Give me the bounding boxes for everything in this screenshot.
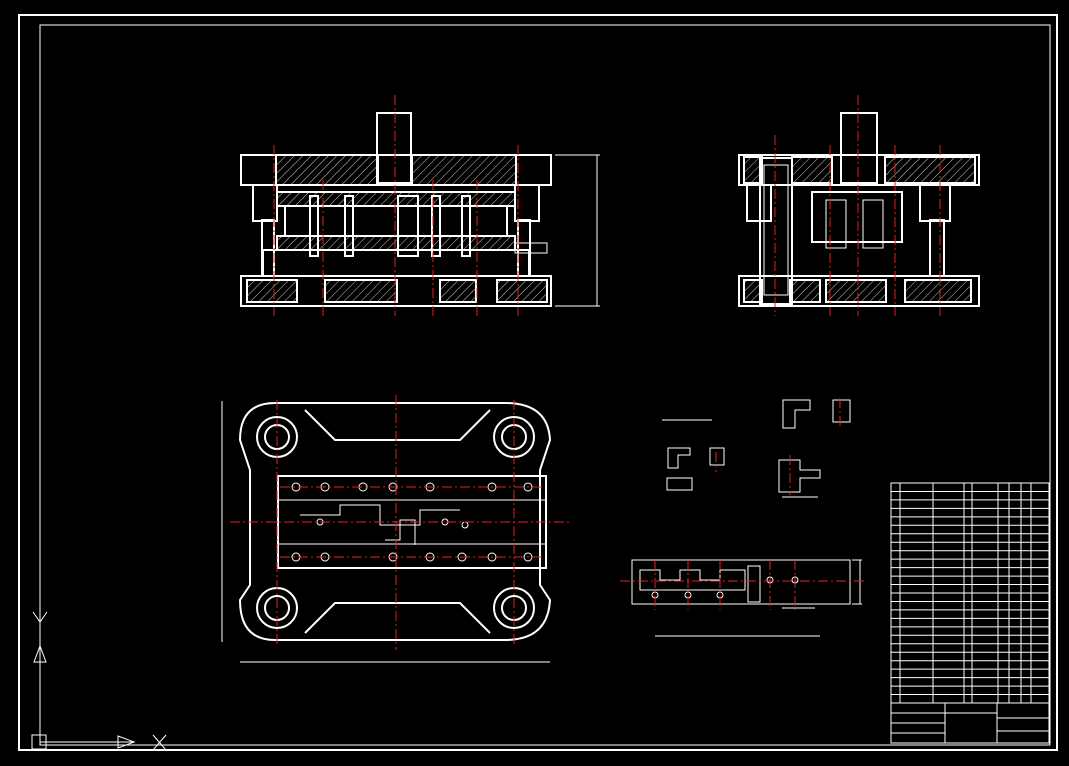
outer-frame <box>18 14 1058 751</box>
title-block[interactable] <box>890 702 1050 744</box>
side-section-view[interactable] <box>738 95 980 316</box>
plan-view[interactable] <box>221 395 570 663</box>
ucs-icon <box>31 611 167 751</box>
inner-frame <box>39 24 1051 746</box>
bom-table[interactable] <box>890 482 1050 704</box>
strip-layout[interactable] <box>620 559 865 637</box>
part-detail[interactable] <box>662 398 851 498</box>
front-section-view[interactable] <box>240 95 600 316</box>
